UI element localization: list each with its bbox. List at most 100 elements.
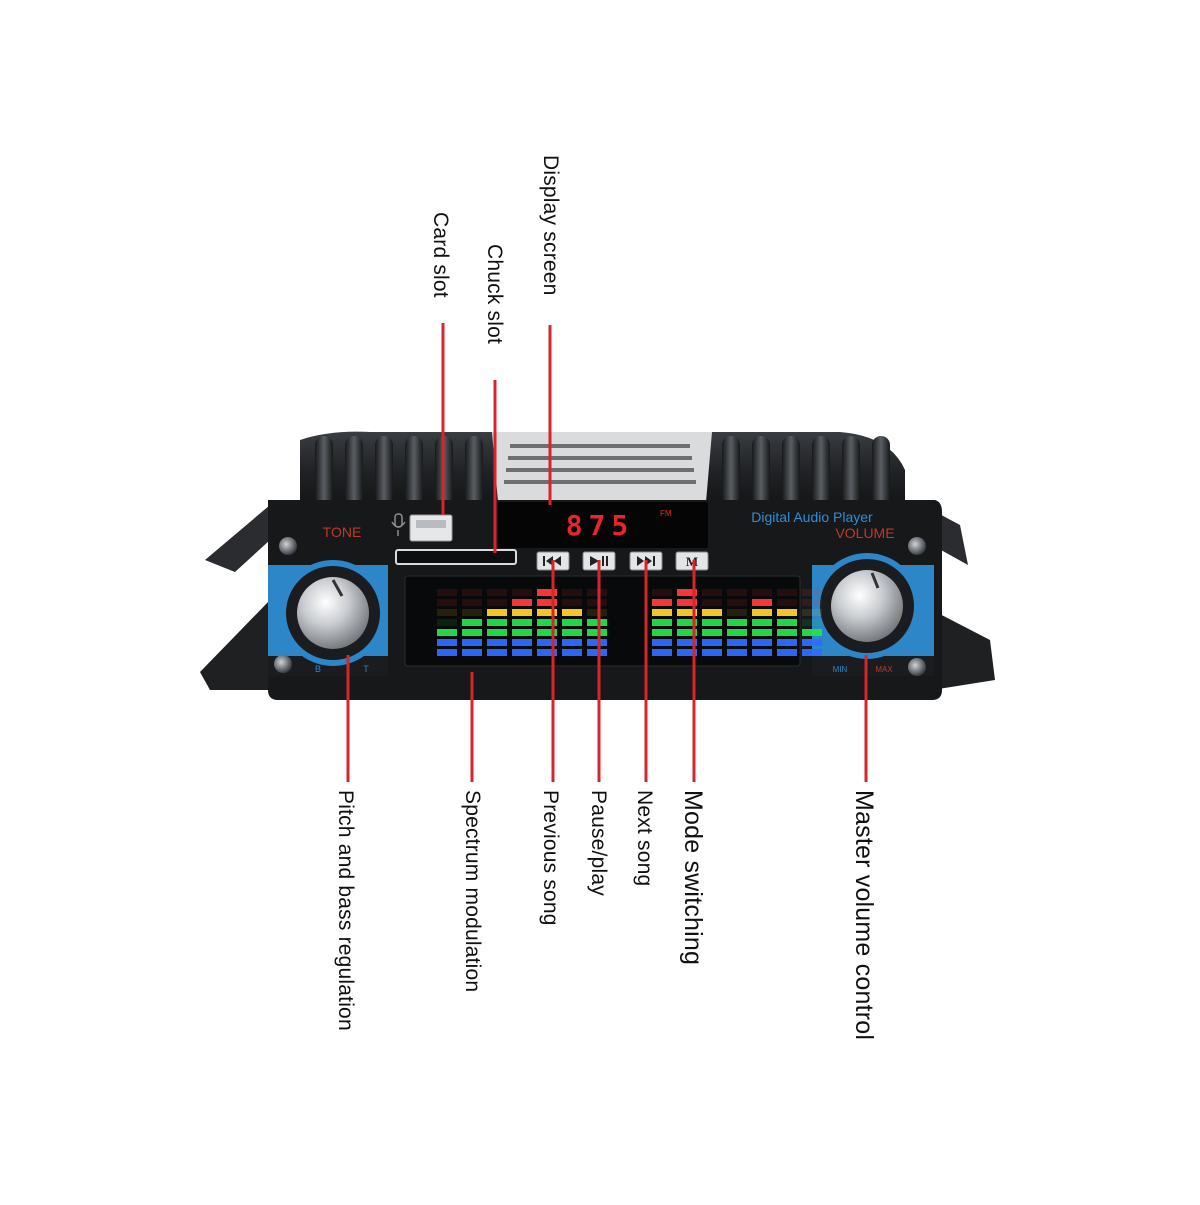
label-master-volume: Master volume control	[850, 790, 878, 1041]
spectrum-segment	[437, 589, 457, 596]
spectrum-segment	[752, 589, 772, 596]
mode-icon: M	[686, 554, 698, 569]
spectrum-segment	[677, 629, 697, 636]
heatsink-fin	[752, 436, 770, 504]
spectrum-segment	[677, 599, 697, 606]
spectrum-segment	[802, 649, 822, 656]
heatsink-fin	[375, 436, 393, 504]
spectrum-segment	[562, 589, 582, 596]
spectrum-segment	[562, 609, 582, 616]
heatsink-fin	[722, 436, 740, 504]
panel-title: Digital Audio Player	[751, 509, 873, 525]
play-pause-icon	[590, 556, 608, 566]
spectrum-segment	[727, 609, 747, 616]
spectrum-segment	[752, 609, 772, 616]
display-screen	[498, 502, 708, 548]
volume-knob	[831, 570, 903, 642]
top-label-plate	[492, 432, 712, 502]
spectrum-segment	[462, 629, 482, 636]
label-pause-play: Pause/play	[587, 790, 610, 896]
label-card-slot: Card slot	[429, 212, 452, 298]
display-value: 875	[566, 509, 635, 542]
spectrum-segment	[462, 649, 482, 656]
heatsink-fin	[872, 436, 890, 504]
spectrum-segment	[487, 599, 507, 606]
spectrum-segment	[777, 589, 797, 596]
spectrum-segment	[587, 589, 607, 596]
spectrum-segment	[702, 619, 722, 626]
spectrum-segment	[727, 629, 747, 636]
tone-knob-pointer	[331, 579, 344, 597]
spectrum-segment	[512, 599, 532, 606]
spectrum-segment	[462, 609, 482, 616]
spectrum-segment	[802, 639, 822, 646]
label-mode-switching: Mode switching	[679, 790, 707, 966]
spectrum-segment	[802, 589, 822, 596]
tone-label: TONE	[323, 524, 362, 540]
spectrum-segment	[562, 619, 582, 626]
tone-knob	[297, 577, 369, 649]
spectrum-segment	[487, 649, 507, 656]
microphone-icon	[391, 513, 406, 536]
top-label-text	[504, 444, 696, 484]
spectrum-segment	[587, 629, 607, 636]
spectrum-segment	[462, 639, 482, 646]
spectrum-segment	[752, 629, 772, 636]
previous-icon	[543, 556, 561, 566]
spectrum-segment	[802, 629, 822, 636]
spectrum-segment	[537, 639, 557, 646]
spectrum-segment	[702, 609, 722, 616]
heatsink-fin	[315, 436, 333, 504]
spectrum-segment	[537, 609, 557, 616]
spectrum-segment	[537, 649, 557, 656]
heatsink-fin	[782, 436, 800, 504]
spectrum-segment	[652, 619, 672, 626]
volume-min-label: MIN	[833, 665, 848, 674]
spectrum-segment	[462, 599, 482, 606]
spectrum-segment	[777, 599, 797, 606]
spectrum-segment	[652, 589, 672, 596]
spectrum-segment	[437, 639, 457, 646]
spectrum-segment	[652, 609, 672, 616]
spectrum-segment	[487, 639, 507, 646]
spectrum-segment	[677, 649, 697, 656]
spectrum-segment	[802, 619, 822, 626]
volume-label: VOLUME	[835, 525, 894, 541]
heatsink-fin	[812, 436, 830, 504]
spectrum-segment	[677, 639, 697, 646]
spectrum-segment	[587, 649, 607, 656]
label-next-song: Next song	[633, 790, 656, 887]
spectrum-segment	[562, 649, 582, 656]
spectrum-segment	[752, 599, 772, 606]
volume-knob-panel-bottom	[812, 656, 934, 676]
spectrum-segment	[487, 589, 507, 596]
spectrum-segment	[537, 589, 557, 596]
card-slot[interactable]	[395, 549, 517, 565]
heatsink-fin	[842, 436, 860, 504]
usb-port-inner	[416, 520, 446, 528]
right-flange-bottom	[932, 610, 995, 690]
spectrum-segment	[652, 639, 672, 646]
heatsink-fins	[315, 436, 890, 504]
spectrum-segment	[512, 619, 532, 626]
spectrum-segment	[652, 629, 672, 636]
spectrum-segment	[512, 589, 532, 596]
spectrum-segment	[702, 639, 722, 646]
screw-top-right	[908, 537, 926, 555]
spectrum-segment	[677, 619, 697, 626]
spectrum-segment	[727, 649, 747, 656]
spectrum-segment	[437, 619, 457, 626]
spectrum-bars	[437, 589, 822, 656]
label-previous-song: Previous song	[539, 790, 562, 926]
label-display-screen: Display screen	[539, 155, 562, 296]
spectrum-segment	[727, 599, 747, 606]
screw-bottom-right	[908, 658, 926, 676]
spectrum-segment	[777, 619, 797, 626]
mode-button[interactable]: M	[675, 551, 709, 571]
spectrum-segment	[512, 609, 532, 616]
spectrum-segment	[652, 599, 672, 606]
volume-knob-pointer	[870, 572, 880, 589]
spectrum-segment	[702, 629, 722, 636]
spectrum-segment	[727, 639, 747, 646]
